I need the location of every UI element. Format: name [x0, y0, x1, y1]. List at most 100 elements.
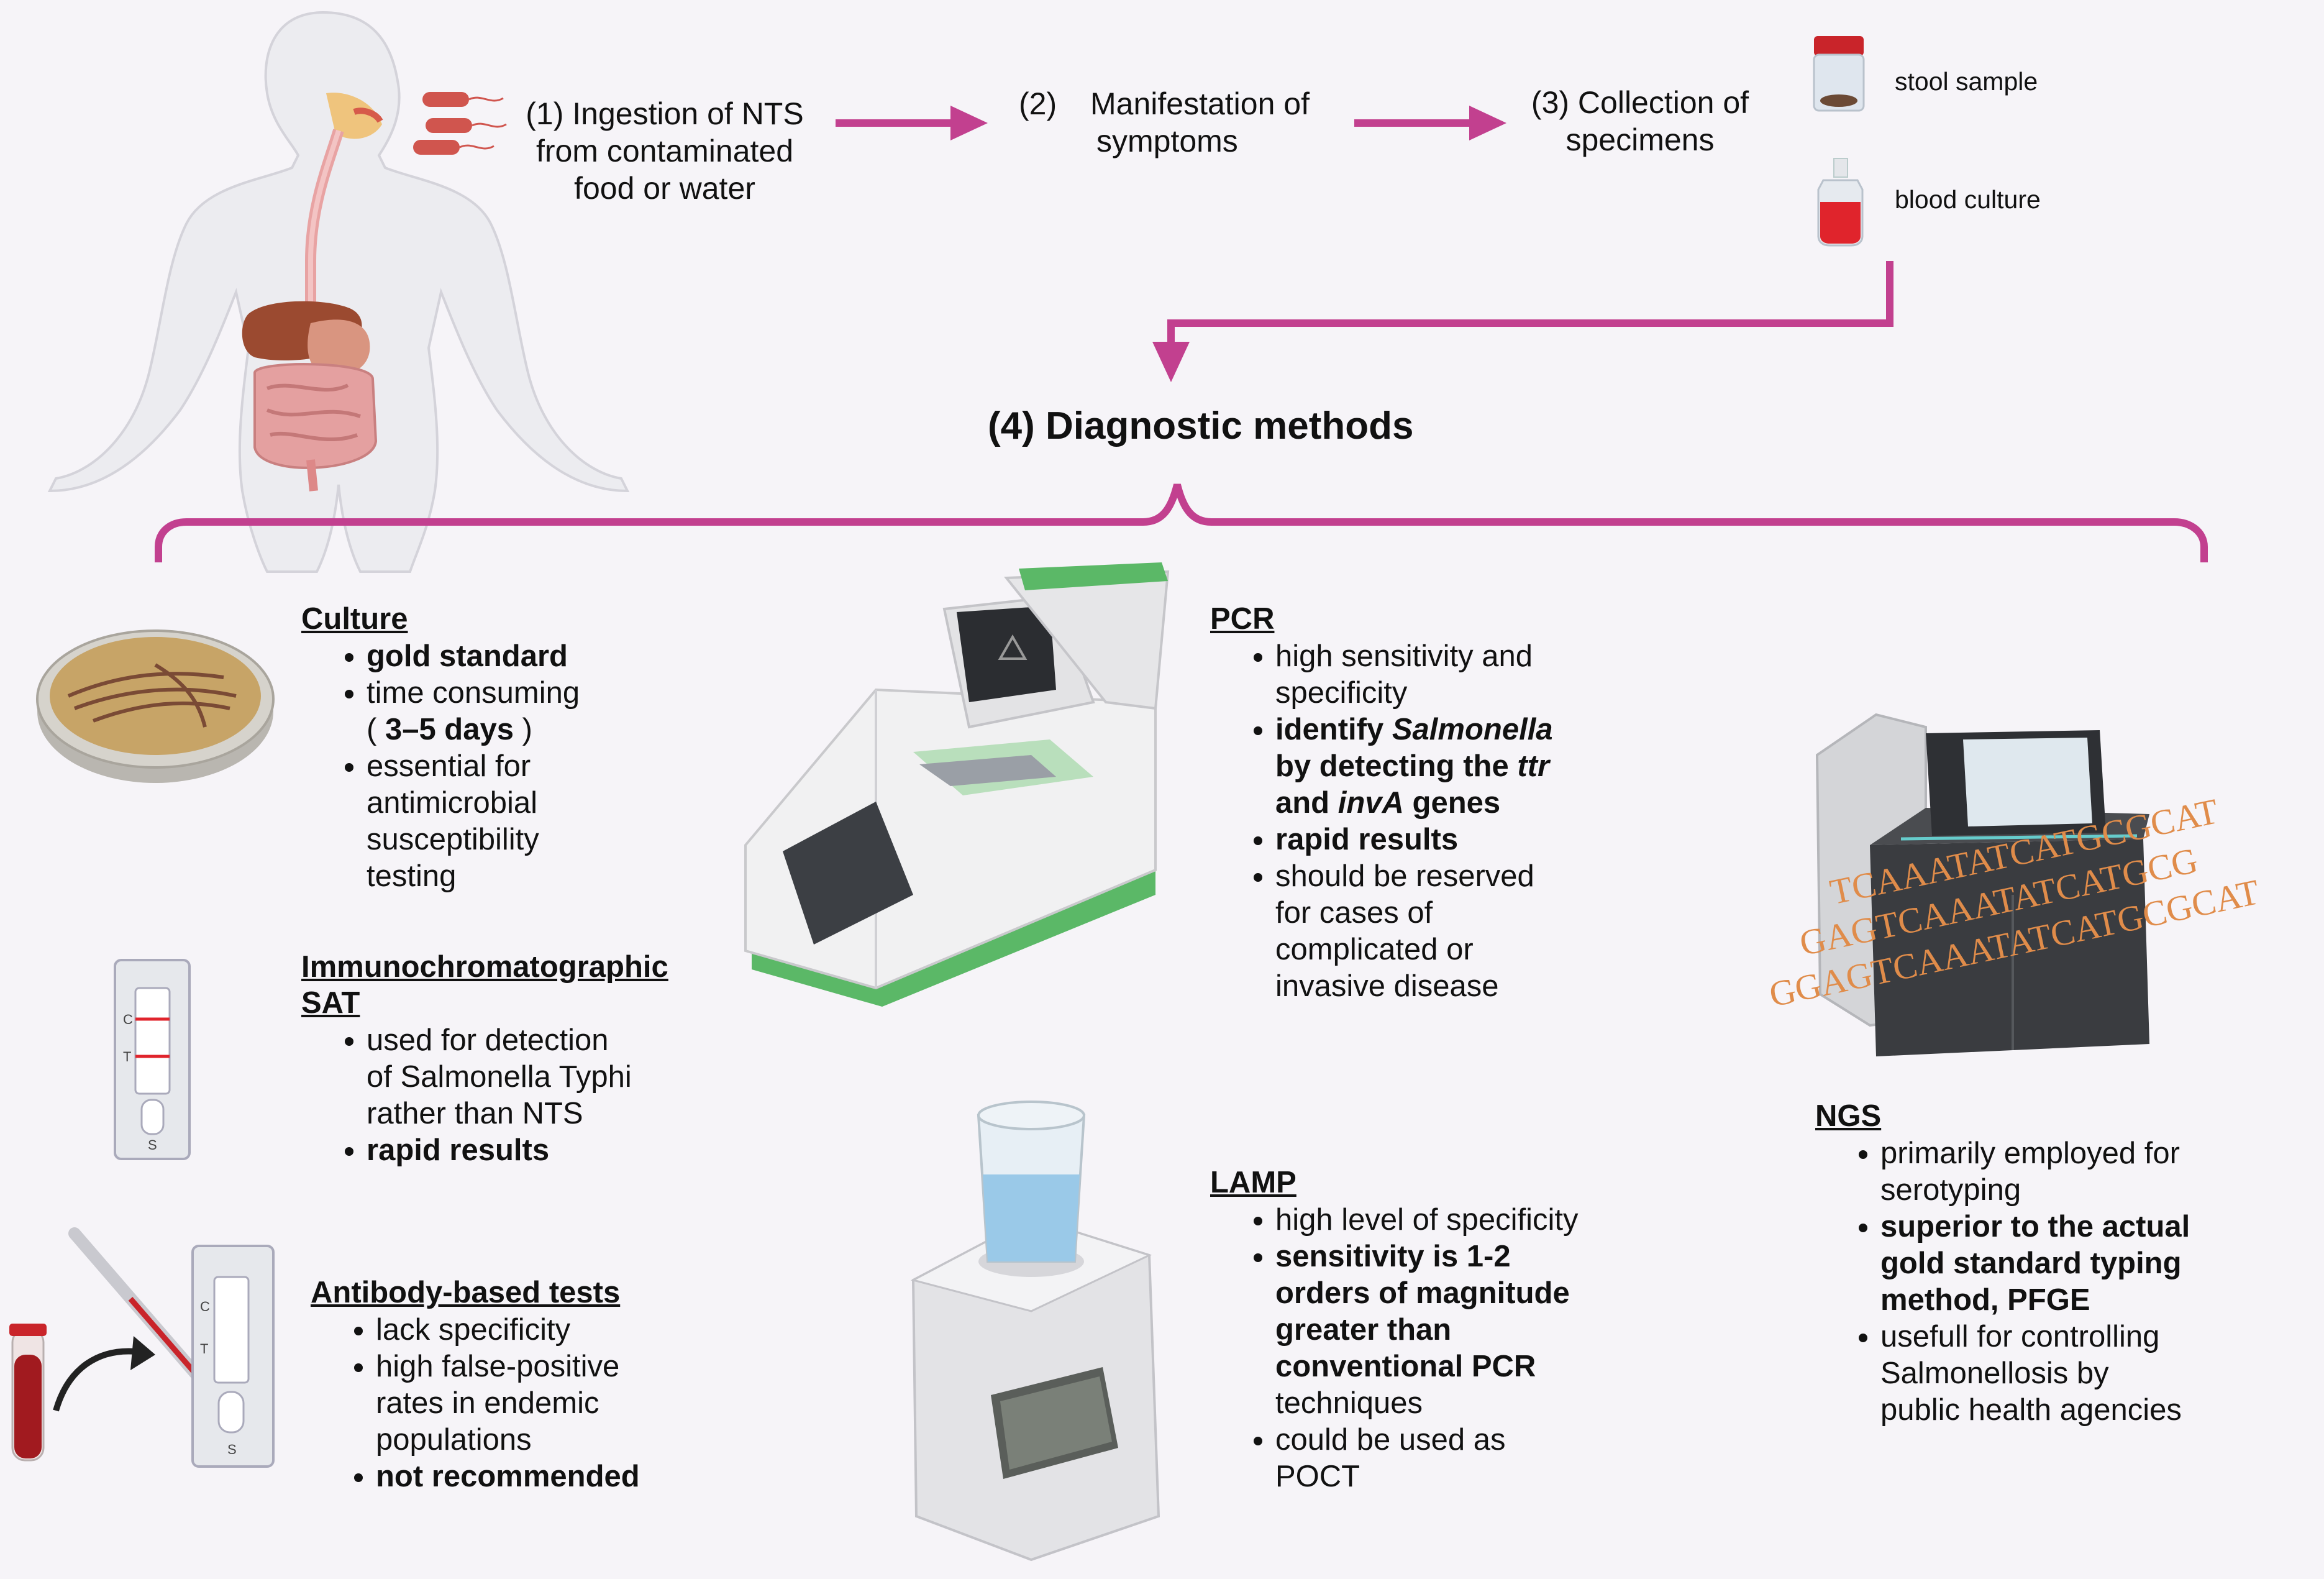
step-1-label: (1) Ingestion of NTS from contaminated f… — [509, 95, 820, 207]
human-body-illustration — [47, 11, 630, 573]
ngs-point-3-line-1: usefull for controlling — [1880, 1320, 2160, 1353]
ngs-point-1-line-2: serotyping — [1880, 1173, 2021, 1207]
stool-sample-label: stool sample — [1895, 67, 2038, 96]
antibody-title: Antibody-based tests — [311, 1276, 621, 1309]
cassette-mark-s: S — [227, 1442, 237, 1457]
flow-arrow-1-2 — [836, 106, 988, 140]
antibody-test-cassette-icon: C T S — [191, 1245, 275, 1468]
step-2-line-2: symptoms — [1096, 124, 1238, 158]
stool-sample-icon — [1813, 36, 1865, 112]
antibody-section: Antibody-based tests lack specificity hi… — [311, 1275, 745, 1495]
culture-point-1: gold standard — [367, 638, 736, 675]
blood-culture-icon — [1817, 158, 1864, 247]
lamp-point-2-line-2: orders of magnitude — [1275, 1276, 1570, 1310]
cassette-mark-c: C — [200, 1299, 210, 1314]
pcr-point-2-inva: invA — [1337, 786, 1404, 820]
pcr-point-2: identify Salmonella by detecting the ttr… — [1275, 712, 1657, 822]
ngs-point-1: primarily employed for serotyping — [1880, 1135, 2306, 1209]
immuno-point-1-line-1: used for detection — [367, 1023, 609, 1057]
ngs-point-2-line-1: superior to the actual — [1880, 1210, 2190, 1243]
step-2-number: (2) — [1019, 86, 1057, 121]
curved-arrow-icon — [53, 1348, 137, 1412]
immuno-point-1-line-2: of Salmonella Typhi — [367, 1060, 632, 1094]
immuno-point-1-line-3: rather than NTS — [367, 1097, 583, 1130]
strip-mark-s: S — [148, 1137, 157, 1153]
antibody-point-3: not recommended — [376, 1458, 745, 1495]
pcr-point-2-identify: identify — [1275, 713, 1392, 746]
antibody-point-1: lack specificity — [376, 1312, 745, 1348]
pcr-point-2-and: and — [1275, 786, 1338, 820]
strip-mark-t: T — [123, 1049, 131, 1064]
lamp-point-3-line-1: could be used as — [1275, 1423, 1506, 1457]
blood-tube-icon — [9, 1324, 47, 1462]
pcr-point-1: high sensitivity and specificity — [1275, 638, 1657, 712]
pcr-point-4: should be reserved for cases of complica… — [1275, 858, 1657, 1005]
pcr-point-1-line-1: high sensitivity and — [1275, 639, 1533, 673]
blood-culture-label: blood culture — [1895, 185, 2041, 214]
diagnostic-methods-title: (4) Diagnostic methods — [988, 405, 1414, 447]
pcr-point-2-genes: genes — [1403, 786, 1501, 820]
lamp-section: LAMP high level of specificity sensitivi… — [1210, 1165, 1682, 1495]
antibody-point-2-line-3: populations — [376, 1423, 532, 1457]
dna-sequence-art: TCAAATATCATGCGCAT GAGTCAAATATCATGCG GGAG… — [1746, 790, 2323, 1075]
lamp-point-2-tail: techniques — [1275, 1386, 1423, 1420]
strip-mark-c: C — [123, 1012, 133, 1027]
immuno-point-1: used for detection of Salmonella Typhi r… — [367, 1022, 749, 1132]
lamp-point-2-line-3: greater than — [1275, 1313, 1452, 1347]
immuno-title-line-2: SAT — [301, 986, 360, 1020]
culture-days-open: ( — [367, 713, 385, 746]
culture-section: Culture gold standard time consuming ( 3… — [301, 601, 736, 895]
immuno-point-2: rapid results — [367, 1132, 749, 1169]
flow-arrow-3-4 — [1152, 261, 1893, 382]
step-3-label: (3) Collection of specimens — [1510, 84, 1770, 158]
ngs-sequencer-icon — [1815, 713, 2149, 1056]
flow-arrow-2-3 — [1354, 106, 1506, 140]
immuno-section: Immunochromatographic SAT used for detec… — [301, 949, 749, 1169]
pcr-point-1-line-2: specificity — [1275, 676, 1408, 710]
antibody-point-2-line-1: high false-positive — [376, 1350, 620, 1383]
lamp-title: LAMP — [1210, 1166, 1296, 1199]
step-1-line-3: food or water — [574, 171, 755, 206]
culture-days: 3–5 days — [385, 713, 514, 746]
culture-point-3-line-2: antimicrobial — [367, 786, 538, 820]
pcr-point-2-ttr: ttr — [1517, 749, 1550, 783]
antibody-point-2: high false-positive rates in endemic pop… — [376, 1348, 745, 1458]
culture-point-2-text: time consuming — [367, 676, 580, 710]
petri-dish-icon — [36, 629, 275, 783]
ngs-point-3-line-3: public health agencies — [1880, 1393, 2182, 1427]
ngs-point-2-line-3: method, PFGE — [1880, 1283, 2090, 1317]
lamp-device-icon — [910, 1101, 1160, 1562]
pcr-point-2-by-detecting: by detecting the — [1275, 749, 1518, 783]
cassette-mark-t: T — [200, 1341, 208, 1357]
ngs-point-3-line-2: Salmonellosis by — [1880, 1357, 2109, 1390]
pcr-point-3: rapid results — [1275, 822, 1657, 858]
lamp-point-2-line-4: conventional PCR — [1275, 1350, 1536, 1383]
pcr-point-2-salmonella: Salmonella — [1392, 713, 1553, 746]
pcr-point-4-line-4: invasive disease — [1275, 969, 1499, 1003]
lamp-point-3-line-2: POCT — [1275, 1460, 1360, 1493]
diagnostic-methods-brace — [155, 483, 2208, 562]
pcr-point-4-line-3: complicated or — [1275, 933, 1474, 966]
pcr-point-4-line-2: for cases of — [1275, 896, 1433, 930]
culture-title: Culture — [301, 602, 408, 636]
culture-point-3-line-3: susceptibility — [367, 823, 539, 856]
lamp-point-2: sensitivity is 1-2 orders of magnitude g… — [1275, 1238, 1682, 1422]
culture-point-3: essential for antimicrobial susceptibili… — [367, 748, 736, 895]
immuno-test-strip-icon: C T S — [114, 959, 191, 1160]
ngs-section: NGS primarily employed for serotyping su… — [1815, 1098, 2306, 1429]
culture-days-close: ) — [514, 713, 532, 746]
culture-point-2: time consuming ( 3–5 days ) — [367, 675, 736, 748]
ngs-point-2: superior to the actual gold standard typ… — [1880, 1209, 2306, 1319]
culture-point-3-line-1: essential for — [367, 749, 531, 783]
step-2-line-1: Manifestation of — [1090, 86, 1310, 121]
lamp-point-1: high level of specificity — [1275, 1202, 1682, 1238]
pcr-machine-icon — [744, 562, 1170, 1007]
antibody-point-2-line-2: rates in endemic — [376, 1386, 599, 1420]
pcr-point-4-line-1: should be reserved — [1275, 859, 1534, 893]
lamp-point-3: could be used as POCT — [1275, 1422, 1682, 1495]
step-1-line-1: (1) Ingestion of NTS — [526, 96, 804, 131]
immuno-title-line-1: Immunochromatographic — [301, 950, 668, 984]
culture-point-3-line-4: testing — [367, 859, 457, 893]
ngs-title: NGS — [1815, 1099, 1882, 1133]
ngs-point-2-line-2: gold standard typing — [1880, 1247, 2182, 1280]
